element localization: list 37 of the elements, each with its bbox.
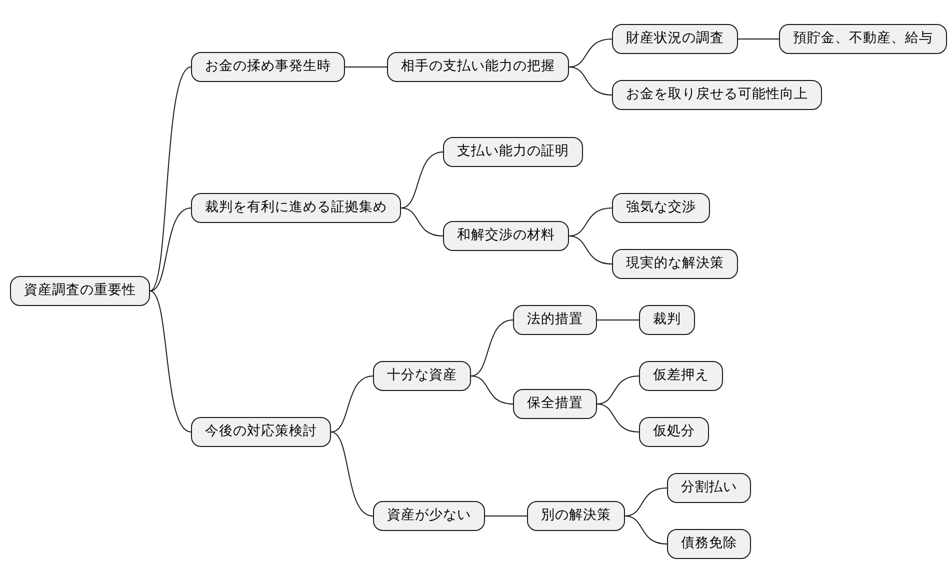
connector-line (400, 208, 444, 236)
topic-box: 別の解決策 (527, 501, 625, 531)
topic-box: 法的措置 (513, 305, 597, 335)
connector-line (738, 38, 780, 40)
topic-box: 資産調査の重要性 (10, 276, 150, 306)
topic-box: 今後の対応策検討 (191, 417, 331, 447)
topic-box: 財産状況の調査 (612, 24, 738, 54)
topic-box: お金を取り戻せる可能性向上 (612, 80, 822, 110)
connector-line (470, 376, 514, 404)
topic-box: 支払い能力の証明 (443, 137, 583, 167)
topic-box: 相手の支払い能力の把握 (387, 52, 569, 82)
connector-line (344, 66, 388, 68)
topic-box: 裁判を有利に進める証拠集め (191, 193, 401, 223)
topic-box: 資産が少ない (373, 501, 485, 531)
topic-box: 分割払い (667, 473, 751, 503)
topic-box: 仮差押え (639, 361, 723, 391)
topic-box: 保全措置 (513, 389, 597, 419)
connector-line (470, 320, 514, 376)
connector-line (150, 290, 192, 432)
connector-line (568, 66, 612, 96)
topic-box: 債務免除 (667, 529, 751, 559)
topic-box: 預貯金、不動産、給与 (779, 24, 947, 54)
topic-box: 強気な交渉 (612, 193, 710, 223)
topic-box: 仮処分 (639, 417, 709, 447)
connector-line (624, 516, 668, 544)
connector-line (150, 208, 192, 292)
topic-box: 和解交渉の材料 (443, 221, 569, 251)
connector-line (330, 376, 374, 432)
connector-line (568, 236, 612, 264)
topic-box: 十分な資産 (373, 361, 471, 391)
connector-line (400, 152, 444, 208)
topic-box: 裁判 (639, 305, 695, 335)
connector-line (150, 66, 192, 292)
connector-line (330, 432, 374, 516)
connector-line (596, 404, 640, 432)
topic-box: 現実的な解決策 (612, 249, 738, 279)
topic-box: お金の揉め事発生時 (191, 52, 345, 82)
